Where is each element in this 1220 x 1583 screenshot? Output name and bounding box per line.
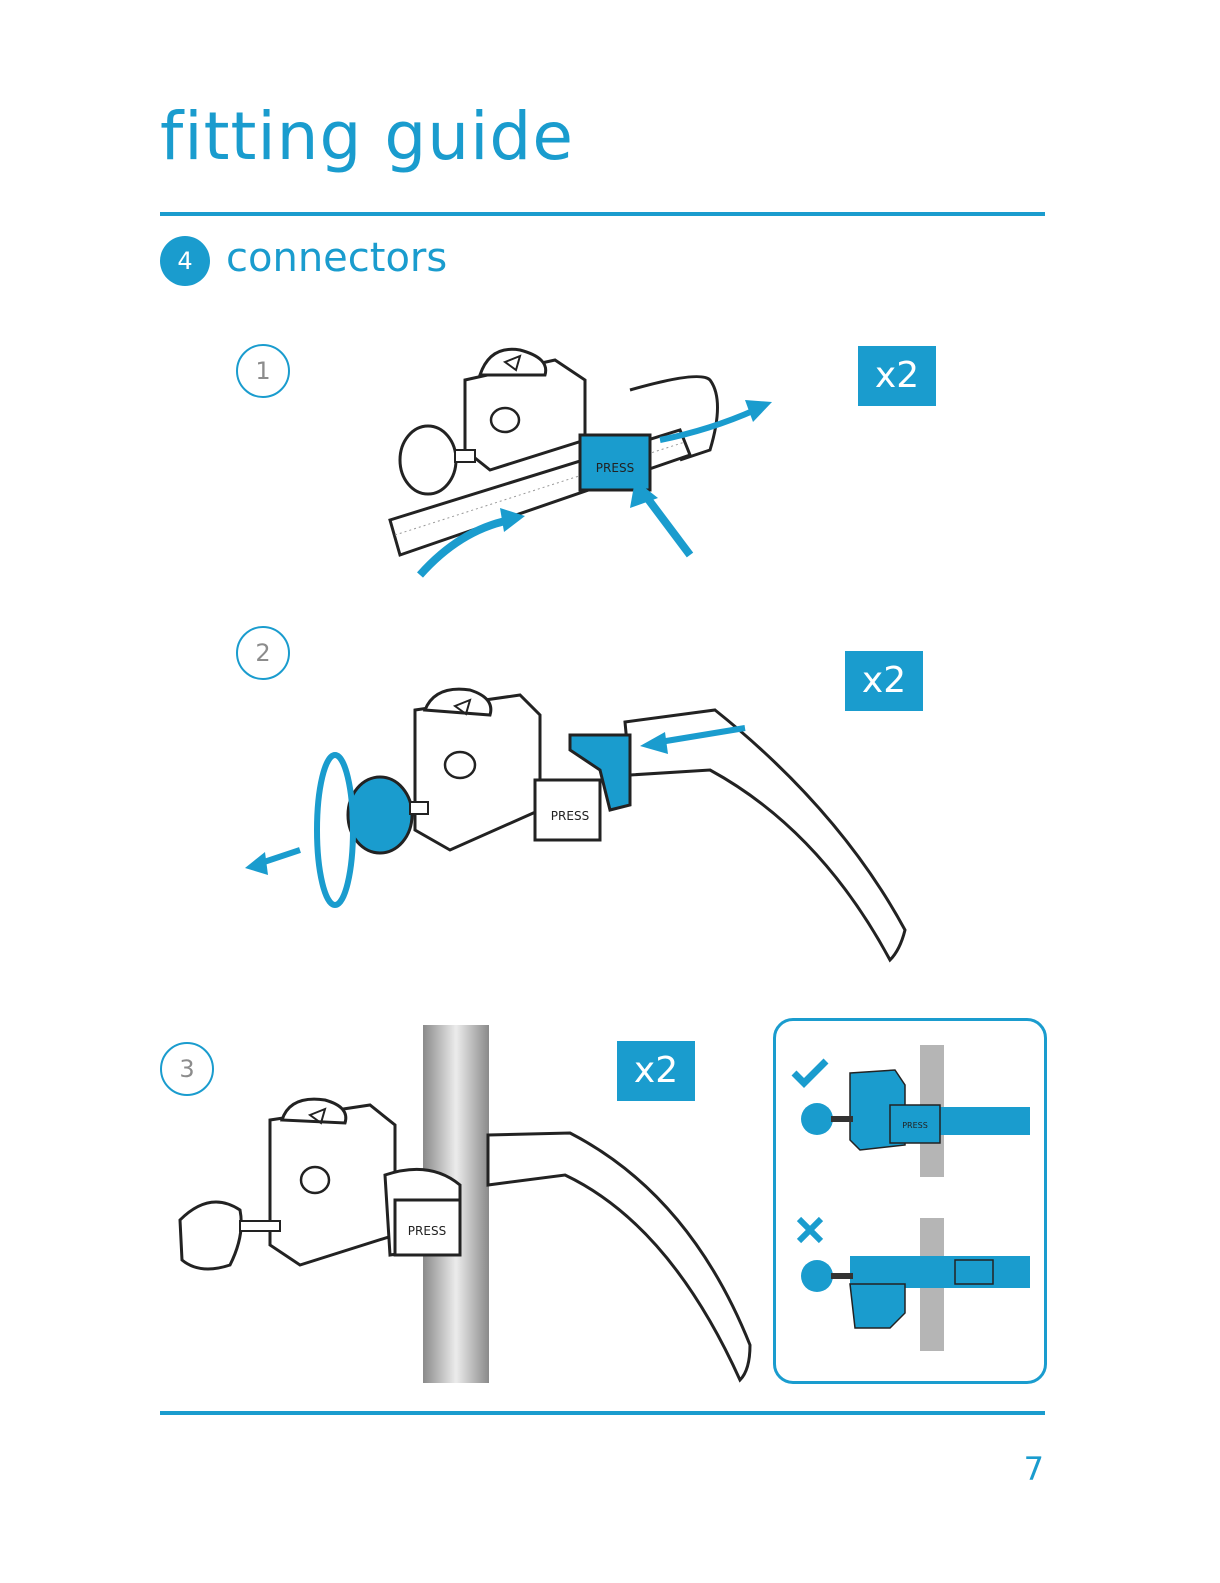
step-1-quantity-badge: x2: [858, 346, 936, 406]
section-title: connectors: [226, 238, 447, 278]
step-1-illustration: PRESS: [380, 330, 800, 590]
step-3-illustration: PRESS: [170, 1025, 770, 1385]
step-2-number: 2: [236, 626, 290, 680]
bottom-divider: [160, 1411, 1045, 1415]
top-divider: [160, 212, 1045, 216]
step-1-press-label: PRESS: [596, 461, 634, 475]
section-number-badge: 4: [160, 236, 210, 286]
step-1-number: 1: [236, 344, 290, 398]
step-2-press-label: PRESS: [551, 809, 589, 823]
incorrect-fitting-illustration: [795, 1218, 1035, 1353]
step-2-illustration: PRESS: [240, 680, 920, 970]
page-title: fitting guide: [160, 104, 574, 170]
correct-fitting-illustration: PRESS: [795, 1045, 1035, 1180]
page-number: 7: [1024, 1450, 1044, 1488]
step-3-press-label: PRESS: [408, 1224, 446, 1238]
panel-press-label: PRESS: [902, 1121, 928, 1130]
